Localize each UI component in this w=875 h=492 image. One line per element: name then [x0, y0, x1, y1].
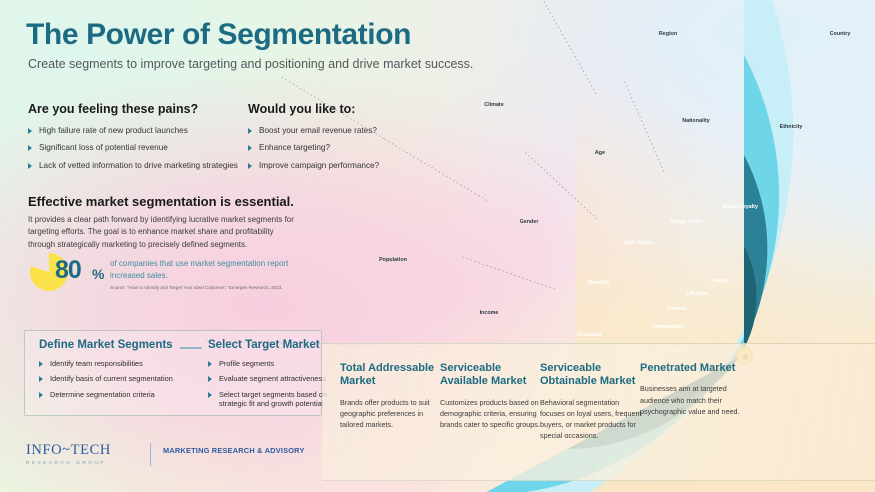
goals-list: Boost your email revenue rates? Enhance t… [248, 126, 428, 171]
logo-divider [150, 443, 151, 466]
market-card-body: Customizes products based on demographic… [440, 397, 540, 430]
fan-segment-label: Lifestyle [686, 291, 708, 297]
fan-segment-label: Ethnicity [779, 124, 803, 130]
market-card-body: Businesses aim at targeted audience who … [640, 384, 740, 416]
goals-heading: Would you like to: [248, 102, 356, 116]
fan-segment-label: Occasion [576, 332, 602, 338]
fan-segment-label: Income [479, 310, 499, 316]
list-item: Enhance targeting? [248, 143, 428, 153]
essential-heading: Effective market segmentation is essenti… [28, 194, 294, 209]
fan-divider [460, 256, 556, 290]
logo-wordmark: INFO~TECH [26, 442, 111, 458]
list-item: Profile segments [208, 359, 336, 368]
fan-divider [523, 150, 598, 220]
fan-segment-label: Region [658, 31, 678, 37]
pains-list: High failure rate of new product launche… [28, 126, 238, 171]
panel-divider [180, 347, 202, 349]
brand-logo: INFO~TECH RESEARCH GROUP MARKETING RESEA… [26, 442, 316, 472]
define-heading: Define Market Segments [39, 339, 173, 351]
list-item: Identify basis of current segmentation [39, 374, 179, 383]
fan-segment-label: Gender [519, 219, 539, 225]
list-item: Determine segmentation criteria [39, 390, 179, 399]
list-item: Boost your email revenue rates? [248, 126, 428, 136]
fan-segment-label: Age [594, 150, 606, 156]
select-heading: Select Target Market [208, 339, 320, 351]
list-item: Lack of vetted information to drive mark… [28, 161, 238, 171]
market-card-title: Serviceable Available Market [440, 362, 527, 388]
fan-segment-label: Nationality [682, 118, 710, 124]
essential-body: It provides a clear path forward by iden… [28, 215, 294, 249]
fan-segment-label: Population [379, 257, 407, 263]
list-item: High failure rate of new product launche… [28, 126, 238, 136]
fan-divider [699, 254, 743, 352]
fan-segment-label: Interest [667, 306, 687, 312]
fan-segment-label: Brand Loyalty [722, 204, 758, 210]
page-title: The Power of Segmentation [26, 18, 412, 51]
fan-segment-label: Benefits [588, 280, 610, 286]
fan-divider [623, 79, 665, 172]
fan-segment-label: Values [712, 278, 730, 284]
logo-tagline: MARKETING RESEARCH & ADVISORY [163, 446, 305, 455]
pie-chart-icon [30, 253, 68, 291]
fan-divider [597, 218, 664, 281]
list-item: Select target segments based on strategi… [208, 390, 336, 409]
fan-ring-3 [567, 155, 768, 449]
statistic-number: 80 [55, 256, 82, 284]
list-item: Identify team responsibilities [39, 359, 179, 368]
goals-column: Would you like to: Boost your email reve… [248, 102, 428, 178]
fan-divider [663, 171, 701, 255]
fan-segment-label: Competition [652, 324, 684, 330]
market-card-title: Total Addressable Market [340, 362, 435, 388]
define-market-segments-column: Define Market Segments Identify team res… [39, 339, 179, 405]
fan-divider [555, 288, 641, 320]
list-item: Significant loss of potential revenue [28, 143, 238, 153]
fan-guide [204, 340, 325, 345]
market-segments-panel: Define Market Segments Identify team res… [24, 330, 327, 416]
fan-ring-2 [486, 55, 780, 492]
market-card-title: Serviceable Obtainable Market [540, 362, 636, 388]
statistic-description: of companies that use market segmentatio… [110, 259, 289, 280]
fan-divider [542, 0, 597, 95]
list-item: Improve campaign performance? [248, 161, 428, 171]
statistic-percent-sign: % [92, 266, 105, 282]
fan-divider [383, 138, 488, 201]
fan-segment-label: Climate [484, 102, 504, 108]
fan-divider [663, 280, 742, 353]
logo-subtitle: RESEARCH GROUP [26, 460, 107, 465]
fan-segment-label: User Status [624, 240, 654, 246]
fan-segment-label: Country [829, 31, 851, 37]
fan-ring-1 [526, 0, 794, 492]
page-subtitle: Create segments to improve targeting and… [28, 57, 474, 71]
market-card-title: Penetrated Market [640, 362, 736, 374]
pains-heading: Are you feeling these pains? [28, 102, 199, 116]
list-item: Evaluate segment attractiveness [208, 374, 336, 383]
fan-guide [280, 76, 385, 139]
statistic-source: Source: "How to Identify and Target Your… [110, 285, 283, 290]
pains-column: Are you feeling these pains? High failur… [28, 102, 238, 178]
market-card-body: Behavioral segmentation focuses on loyal… [540, 397, 642, 441]
market-card-body: Brands offer products to suit geographic… [340, 397, 430, 430]
fan-segment-label: Usage Rates [670, 219, 704, 225]
statistic-block: 80 % of companies that use market segmen… [26, 252, 316, 300]
